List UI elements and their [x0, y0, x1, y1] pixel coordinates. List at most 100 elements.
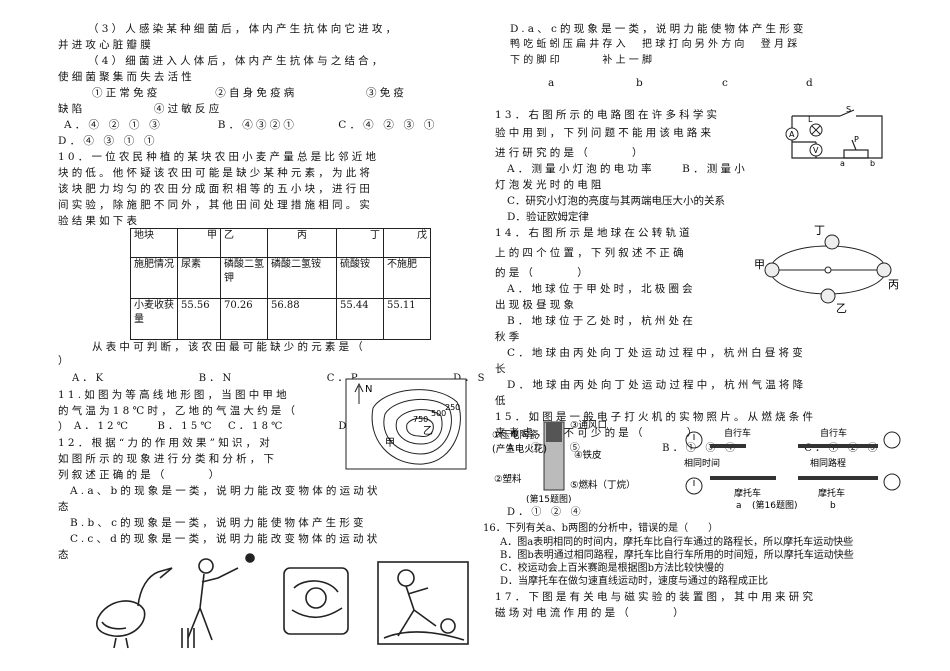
fertilizer-table: 地块 甲 乙 丙 丁 戊 施肥情况 尿素 磷酸二氢钾 磷酸二氢铵 硫酸铵 不施肥…	[130, 228, 431, 340]
contour-label-250: 250	[445, 403, 460, 412]
q9-option-d: D．④ ③ ① ①	[58, 135, 158, 147]
q15-option-d: D．① ② ④	[507, 507, 584, 518]
q12-option-d: D.a、c的现象是一类，说明力能使物体产生形变	[510, 23, 807, 35]
lighter-top	[546, 422, 562, 442]
north-arrow-icon	[354, 382, 364, 404]
q12-option-c-cont: 态	[58, 549, 69, 561]
same-time-label: 相同时间	[684, 457, 720, 469]
q14-line2: 上的四个位置，下列叙述不正确	[495, 247, 687, 259]
bike-label-b: 自行车	[820, 427, 847, 439]
contour-map: N 750 500 250 甲 乙	[345, 378, 467, 470]
earth-jia-icon	[764, 262, 780, 278]
table-cell: 55.44	[336, 298, 384, 340]
contour-label-500: 500	[431, 409, 446, 418]
same-distance-label: 相同路程	[810, 457, 846, 469]
earth-ding-icon	[824, 234, 840, 250]
q9-choices: ①正常免疫 ②自身免疫病 ③免疫	[92, 87, 408, 99]
q15-line1: 15．如图是一般电子打火机的实物照片。从燃烧条件	[495, 411, 817, 423]
moto-label-a: 摩托车	[734, 487, 761, 499]
clock-icon	[685, 477, 703, 495]
q13-option-c: C．研究小灯泡的亮度与其两端电压大小的关系	[507, 195, 726, 207]
q12-option-a: A.a、b的现象是一类，说明力能改变物体的运动状	[70, 485, 381, 497]
figure-a-label: a	[736, 501, 742, 510]
q14-option-a-cont: 出现极昼现象	[495, 299, 578, 311]
q10-line5: 验结果如下表	[58, 215, 141, 227]
clock-icon	[883, 473, 901, 491]
position-bing-label: 丙	[888, 278, 899, 291]
q10-question: 从表中可判断，该农田最可能缺少的元素是（	[92, 341, 366, 353]
figure-b-label: b	[830, 501, 836, 510]
table-cell: 戊	[383, 228, 431, 258]
slider-label: P	[854, 135, 859, 144]
table-cell: 磷酸二氢钾	[220, 257, 268, 299]
clock-icon	[685, 431, 703, 449]
lamp-cross	[811, 125, 821, 135]
q17-line2: 磁场对电流作用的是（ ）	[495, 607, 687, 619]
figure-caption-15: (第15题图)	[526, 493, 571, 504]
q9-options: A．④ ② ① ③ B．④③②① C．④ ② ③ ①	[64, 119, 438, 131]
circuit-diagram: A L V S P a b	[785, 105, 883, 168]
q11-line2: 的气温为18℃时，乙地的气温大约是（	[58, 405, 299, 417]
q14-option-d-cont: 低	[495, 395, 506, 407]
q14-option-d: D．地球由丙处向丁处运动过程中，杭州气温将降	[507, 379, 807, 391]
q12-line2: 如图所示的现象进行分类和分析，下	[58, 453, 278, 465]
point-jia-label: 甲	[385, 438, 395, 449]
q16-option-c: C．校运动会上百米赛跑是根据图b方法比较快慢的	[500, 563, 725, 574]
table-cell: 丙	[267, 228, 337, 258]
q13-option-d: D．验证欧姆定律	[507, 211, 589, 223]
q14-option-c: C．地球由丙处向丁处运动过程中，杭州白昼将变	[507, 347, 806, 359]
picture-captions-cont: 下的脚印 补上一脚	[510, 55, 656, 66]
q16-option-d: D．当摩托车在做匀速直线运动时，速度与通过的路程成正比	[500, 576, 769, 587]
table-cell: 甲	[177, 228, 221, 258]
bike-bar-b	[798, 444, 878, 448]
duck-eating-worm-picture	[96, 567, 173, 649]
point-yi-label: 乙	[423, 425, 433, 437]
table-cell: 磷酸二氢铵	[267, 257, 337, 299]
q9-item4-cont: 使细菌聚集而失去活性	[58, 71, 195, 83]
table-cell: 55.11	[383, 298, 431, 340]
label-fuel: ⑤燃料（丁烷）	[570, 479, 636, 491]
q14-option-c-cont: 长	[495, 363, 506, 375]
q12-line3: 列叙述正确的是（ ）	[58, 469, 223, 481]
rheostat-end-b: b	[870, 159, 875, 168]
soccer-kick-picture	[377, 561, 469, 645]
position-yi-label: 乙	[836, 302, 847, 315]
q10-line1: 10．一位农民种植的某块农田小麦产量总是比邻近地	[58, 151, 380, 163]
ammeter-label: A	[789, 130, 795, 139]
q10-line4: 间实验，除施肥不同外，其他田间处理措施相同。实	[58, 199, 374, 211]
north-label: N	[365, 384, 372, 395]
table-cell: 不施肥	[383, 257, 431, 299]
q14-option-b-cont: 秋季	[495, 331, 523, 343]
q9-item3: （3）人感染某种细菌后，体内产生抗体向它进攻，	[88, 23, 400, 35]
picture-label-b: b	[636, 77, 643, 89]
label-piezo: ①压电陶瓷	[492, 429, 539, 441]
q14-line3: 的是（ ）	[495, 267, 591, 279]
sun-icon	[824, 266, 832, 274]
q13-option-a-cont: 灯泡发光时的电阻	[495, 179, 605, 191]
label-spark: (产生电火花)	[492, 443, 547, 455]
table-cell: 小麦收获量	[130, 298, 178, 340]
q13-line1: 13．右图所示的电路图在许多科学实	[495, 109, 721, 121]
q12-option-c: C.c、d的现象是一类，说明力能改变物体的运动状	[70, 533, 381, 545]
q10-close: ）	[58, 355, 69, 367]
astronaut-footprint-picture	[283, 567, 349, 635]
q12-line1: 12．根据“力的作用效果”知识，对	[58, 437, 273, 449]
table-cell: 施肥情况	[130, 257, 178, 299]
q9-item4: （4）细菌进入人体后，体内产生抗体与之结合，	[88, 55, 386, 67]
label-plastic: ②塑料	[494, 473, 522, 485]
label-vent: ③通风口	[570, 420, 607, 431]
table-row: 施肥情况 尿素 磷酸二氢钾 磷酸二氢铵 硫酸铵 不施肥	[130, 257, 431, 299]
rheostat	[843, 149, 869, 159]
map-frame	[345, 378, 467, 470]
force-effect-pictures	[96, 553, 469, 649]
q11-line1: 11.如图为等高线地形图，当图中甲地	[58, 389, 290, 401]
picture-label-d: d	[806, 77, 813, 89]
table-cell: 硫酸铵	[336, 257, 384, 299]
q15-options: A．① ③ ⑤ B．① ③ ④ C．① ② ③	[507, 443, 881, 454]
q10-options: A．K B．N C．P D．S	[72, 373, 488, 384]
ammeter-icon	[785, 127, 799, 141]
contour-line	[406, 417, 434, 437]
clock-icon	[883, 431, 901, 449]
q13-line3: 进行研究的是（ ）	[495, 147, 646, 159]
moto-bar-b	[798, 476, 878, 480]
